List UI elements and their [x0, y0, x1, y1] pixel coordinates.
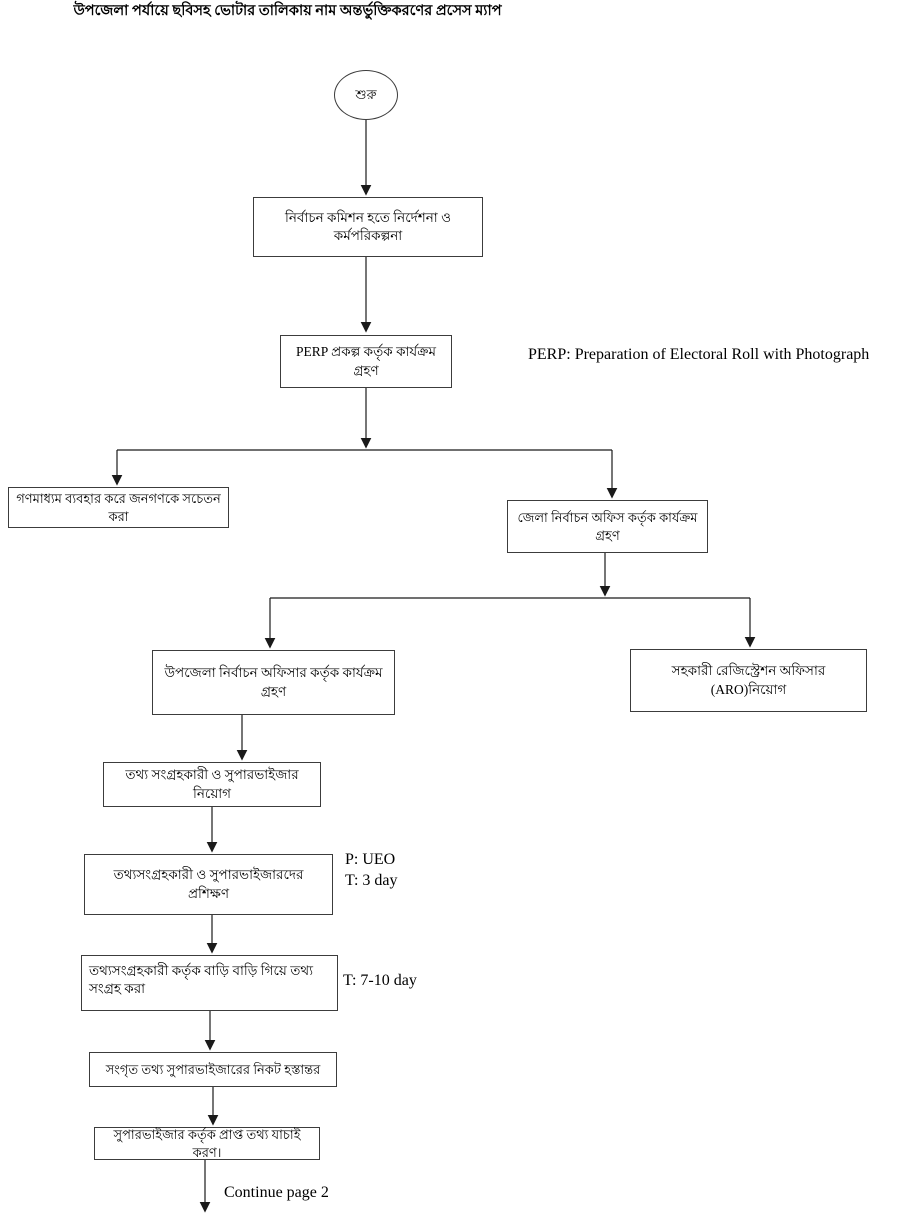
flow-node-aro-appointment: সহকারী রেজিস্ট্রেশন অফিসার (ARO)নিয়োগ — [630, 649, 867, 712]
perp-definition-note: PERP: Preparation of Electoral Roll with… — [528, 346, 870, 363]
flow-node-start: শুরু — [334, 70, 398, 120]
flow-node-perp-project: PERP প্রকল্প কর্তৃক কার্যক্রম গ্রহণ — [280, 335, 452, 388]
flow-node-ec-directive: নির্বাচন কমিশন হতে নির্দেশনা ও কর্মপরিকল… — [253, 197, 483, 257]
flow-node-training: তথ্যসংগ্রহকারী ও সুপারভাইজারদের প্রশিক্ষ… — [84, 854, 333, 915]
page-title: উপজেলা পর্যায়ে ছবিসহ ভোটার তালিকায় নাম… — [73, 3, 502, 19]
flow-node-district-office: জেলা নির্বাচন অফিস কর্তৃক কার্যক্রম গ্রহ… — [507, 500, 708, 553]
flow-node-enumerator-appointment: তথ্য সংগ্রহকারী ও সুপারভাইজার নিয়োগ — [103, 762, 321, 807]
flow-node-verification: সুপারভাইজার কর্তৃক প্রাপ্ত তথ্য যাচাই কর… — [94, 1127, 320, 1160]
training-duration-note: P: UEO T: 3 day — [345, 851, 398, 889]
flow-node-handover: সংগৃত তথ্য সুপারভাইজারের নিকট হস্তান্তর — [89, 1052, 337, 1087]
flow-node-upazila-officer: উপজেলা নির্বাচন অফিসার কর্তৃক কার্যক্রম … — [152, 650, 395, 715]
flow-node-house-to-house-collection: তথ্যসংগ্রহকারী কর্তৃক বাড়ি বাড়ি গিয়ে … — [81, 955, 338, 1011]
collection-duration-note: T: 7-10 day — [343, 972, 417, 989]
flow-node-mass-media: গণমাধ্যম ব্যবহার করে জনগণকে সচেতন করা — [8, 487, 229, 528]
continue-page-note: Continue page 2 — [224, 1184, 329, 1201]
